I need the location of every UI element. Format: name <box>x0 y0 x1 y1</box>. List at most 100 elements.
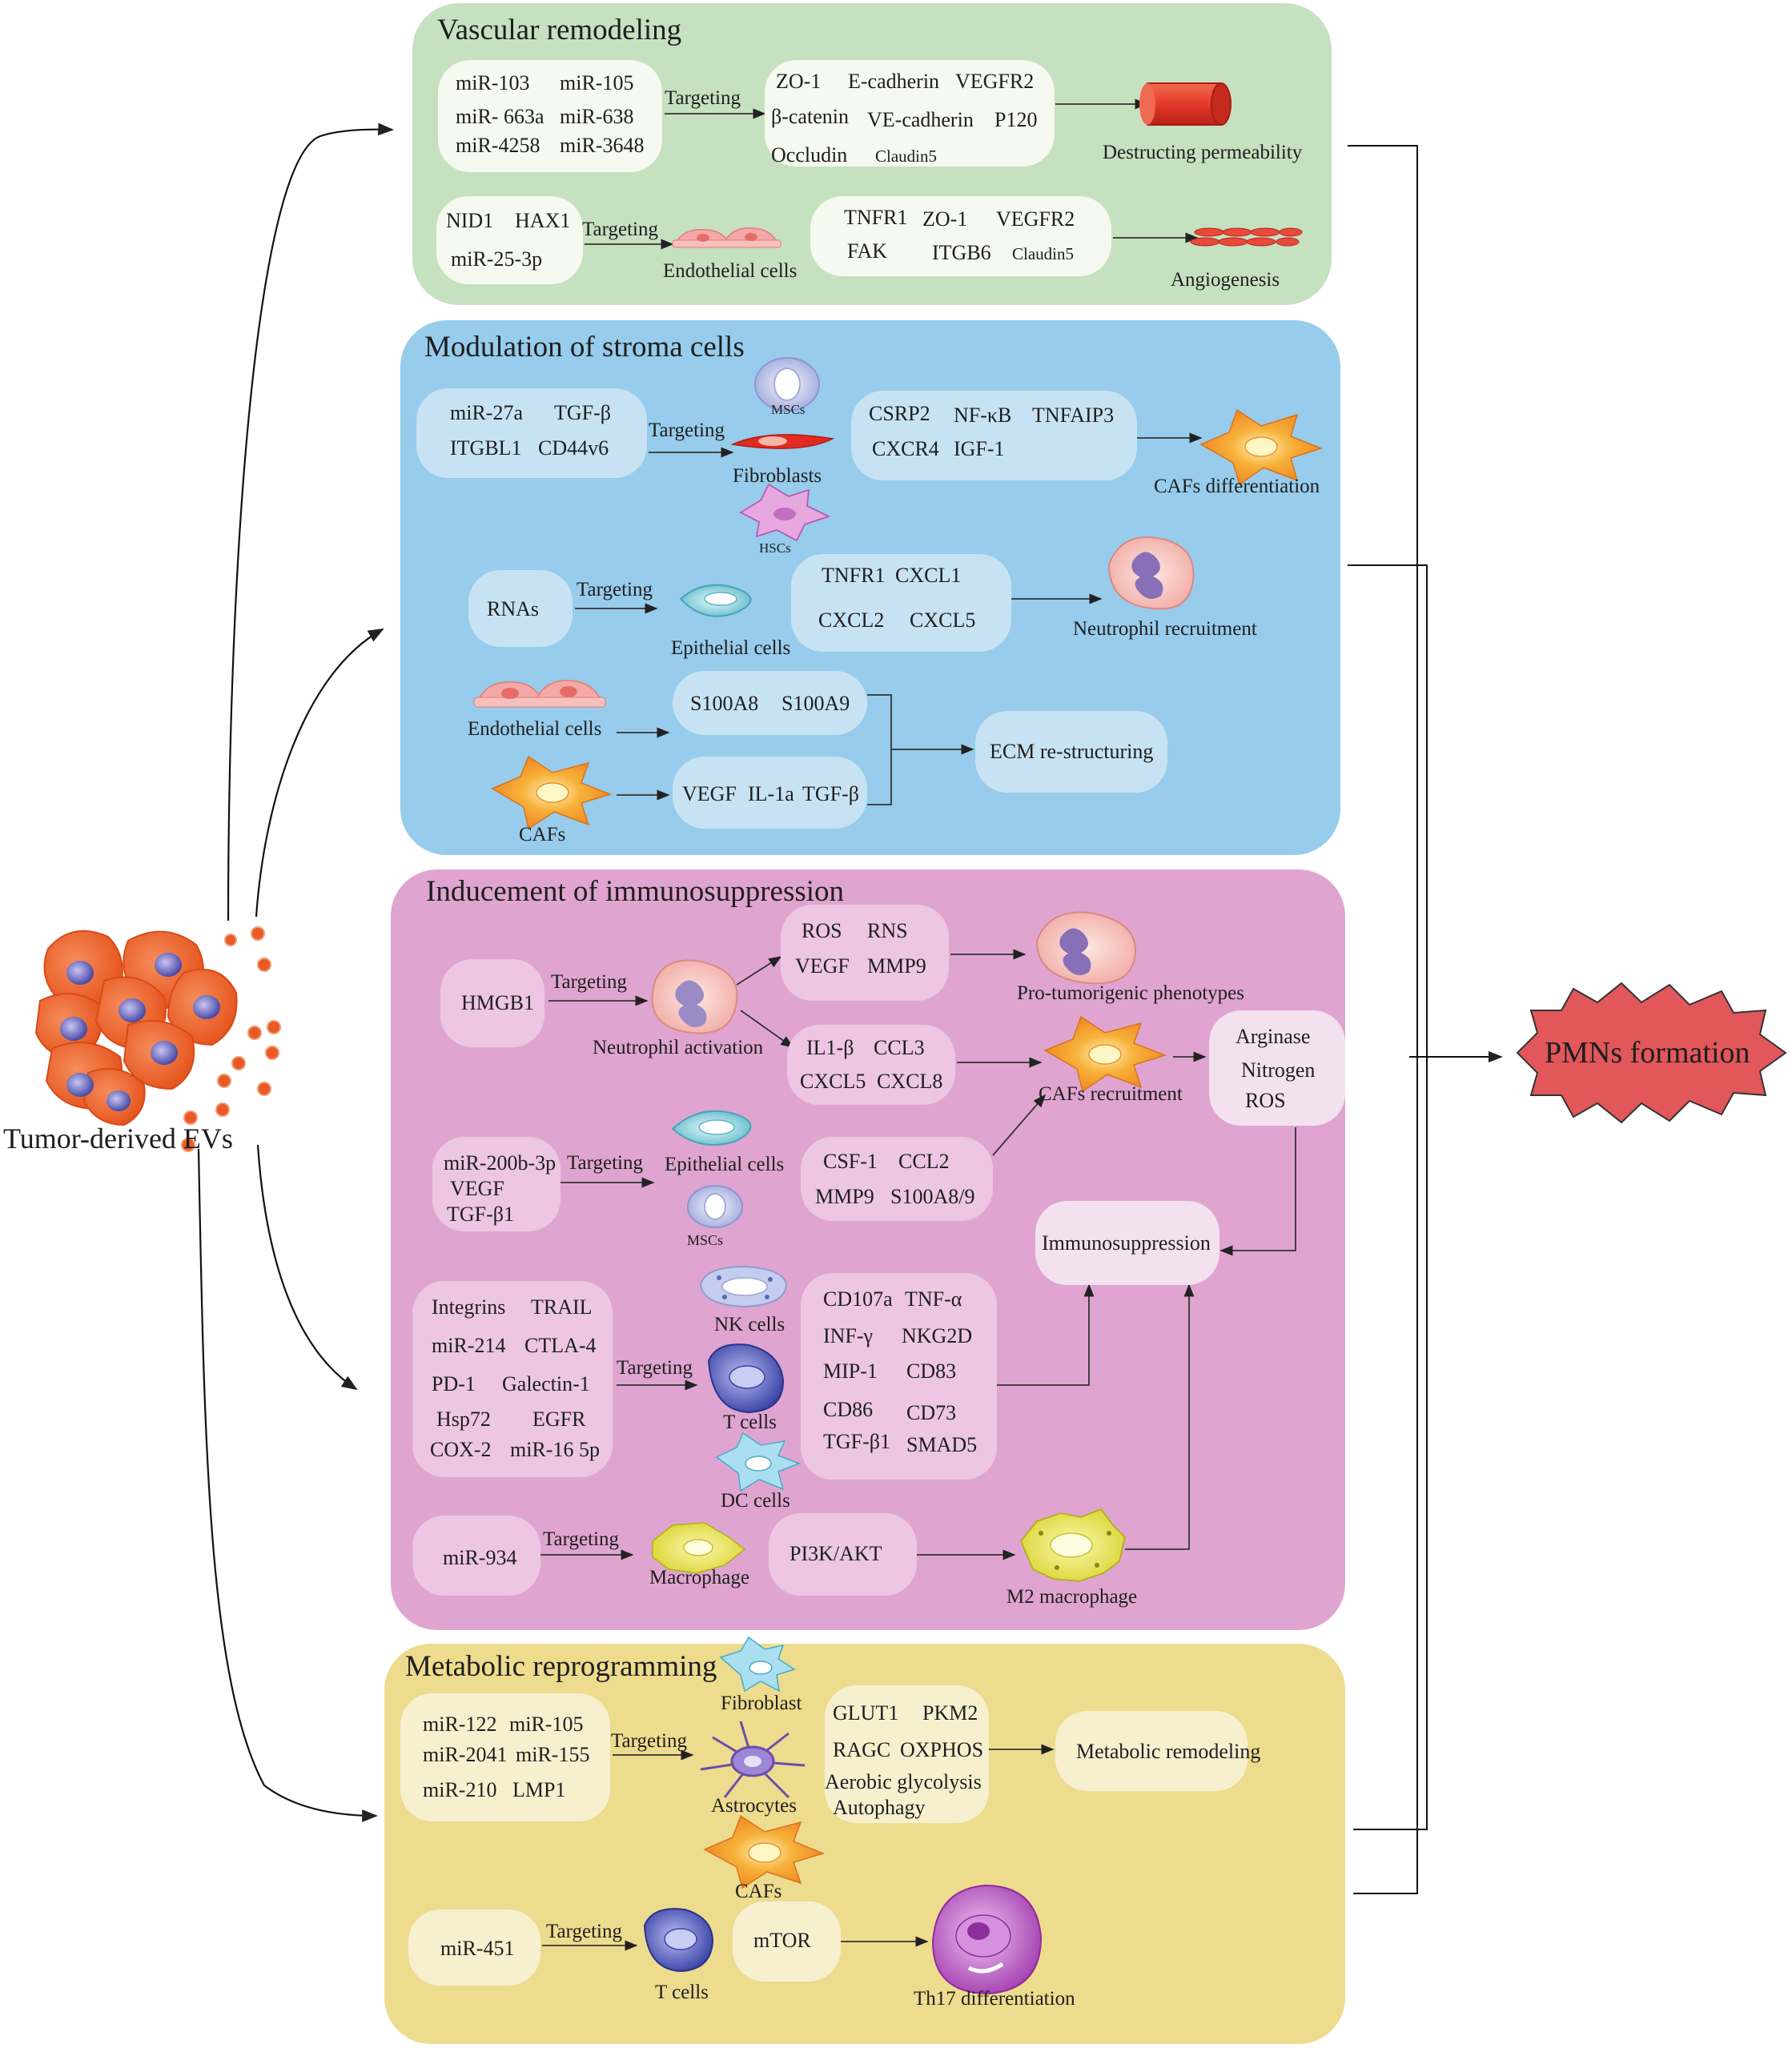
m2-macrophage-icon <box>1019 1508 1126 1582</box>
target-protein: NF-κB <box>954 404 1012 427</box>
target-protein: MMP9 <box>867 954 926 978</box>
cell-label: Fibroblasts <box>733 465 822 487</box>
immuno-target-box-b: IL1-β CCL3 CXCL5 CXCL8 <box>787 1025 955 1105</box>
cell-label: CAFs <box>735 1881 782 1902</box>
cell-label: Astrocytes <box>711 1795 797 1817</box>
target-protein: SMAD5 <box>906 1433 978 1456</box>
macrophage-icon <box>652 1522 746 1574</box>
metabolic-target-box-2: mTOR <box>733 1901 841 1982</box>
target-protein: VEGFR2 <box>996 207 1075 231</box>
outcome-label: Metabolic remodeling <box>1076 1740 1261 1763</box>
target-protein: ITGB6 <box>932 241 991 264</box>
target-protein: ROS <box>802 919 842 942</box>
target-protein: ZO-1 <box>922 207 968 231</box>
ev-particles <box>181 926 281 1152</box>
endothelial-cells-icon <box>672 227 781 248</box>
cell-label: Fibroblast <box>721 1693 802 1714</box>
target-protein: S100A8/9 <box>890 1185 975 1208</box>
immuno-outcome-box-b: Arginase Nitrogen ROS <box>1209 1010 1345 1126</box>
target-protein: CXCL1 <box>895 564 962 587</box>
source-molecule: miR-25-3p <box>451 247 543 271</box>
target-protein: IL1-β <box>806 1036 854 1059</box>
source-molecule: HAX1 <box>515 209 571 232</box>
targeting-label: Targeting <box>577 579 653 600</box>
target-protein: S100A8 <box>690 692 759 715</box>
astrocyte-icon <box>700 1721 806 1799</box>
outcome-item: Arginase <box>1236 1025 1311 1048</box>
target-protein: CSRP2 <box>869 402 930 425</box>
source-molecule: miR-200b-3p <box>444 1151 556 1175</box>
outcome-label: Neutrophil recruitment <box>1073 618 1257 640</box>
stroma-outcome-box: ECM re-structuring <box>975 711 1167 793</box>
targeting-label: Targeting <box>665 87 741 109</box>
stroma-source-box-2: RNAs <box>468 570 573 647</box>
outcome-label: Destructing permeability <box>1103 142 1303 163</box>
vascular-title: Vascular remodeling <box>437 14 682 46</box>
source-molecule: TGF-β1 <box>447 1203 515 1226</box>
cell-label: Endothelial cells <box>663 260 798 282</box>
outcome-label: Th17 differentiation <box>914 1988 1075 2010</box>
immuno-title: Inducement of immunosuppression <box>426 875 845 908</box>
msc-icon <box>754 357 820 412</box>
target-protein: Occludin <box>771 143 848 167</box>
source-molecule: Galectin-1 <box>502 1372 590 1395</box>
mirna: LMP1 <box>512 1778 566 1801</box>
target-protein: MIP-1 <box>823 1359 878 1383</box>
immuno-target-box-3: CD107a TNF-α INF-γ NKG2D MIP-1 CD83 CD86… <box>801 1273 997 1480</box>
metabolic-source-box-2: miR-451 <box>408 1909 540 1986</box>
mirna: miR-155 <box>516 1743 590 1766</box>
vascular-target-box-1: ZO-1 E-cadherin VEGFR2 β-catenin VE-cadh… <box>765 60 1055 167</box>
source-molecule: miR-16 5p <box>510 1438 600 1461</box>
cell-label: MSCs <box>687 1232 724 1248</box>
metabolic-title: Metabolic reprogramming <box>405 1650 717 1683</box>
immuno-source-box-4: miR-934 <box>412 1516 540 1596</box>
source-molecule: ITGBL1 <box>450 436 522 460</box>
target-protein: Aerobic glycolysis <box>825 1770 982 1793</box>
source-molecule: Hsp72 <box>436 1407 491 1431</box>
epithelial-cell-icon-2 <box>671 1110 752 1146</box>
targeting-label: Targeting <box>543 1528 619 1550</box>
vascular-source-box-2: NID1 HAX1 miR-25-3p <box>436 196 583 284</box>
mirna: miR-210 <box>423 1778 497 1801</box>
mirna: miR-3648 <box>560 134 645 157</box>
stroma-target-box-3: S100A8 S100A9 <box>673 671 867 735</box>
mirna: miR-2041 <box>423 1743 508 1766</box>
msc-icon-2 <box>687 1185 743 1228</box>
source-molecule: NID1 <box>446 209 494 232</box>
cell-label: CAFs <box>519 824 566 845</box>
stroma-source-box-1: miR-27a TGF-β ITGBL1 CD44v6 <box>416 388 647 478</box>
immunosuppression-box: Immunosuppression <box>1035 1201 1219 1285</box>
target-protein: Claudin5 <box>875 147 937 166</box>
targeting-label: Targeting <box>551 971 627 993</box>
dc-cell-icon <box>715 1432 802 1492</box>
outcome-label: M2 macrophage <box>1006 1586 1138 1608</box>
source-molecule: CTLA-4 <box>524 1334 597 1357</box>
target-protein: CD107a <box>823 1287 893 1311</box>
th17-cell-icon <box>931 1884 1043 1995</box>
targeting-label: Targeting <box>582 219 658 240</box>
target-protein: IGF-1 <box>954 437 1005 460</box>
outcome-label: ECM re-structuring <box>990 740 1154 763</box>
target-protein: β-catenin <box>771 105 849 128</box>
mirna: miR-4258 <box>456 134 540 157</box>
target-protein: IL-1a <box>748 782 794 805</box>
hsc-icon <box>739 483 831 542</box>
target-protein: TGF-β <box>802 782 860 805</box>
metabolic-source-box-1: miR-122 miR-105 miR-2041 miR-155 miR-210… <box>400 1693 610 1821</box>
target-protein: RAGC <box>833 1738 891 1761</box>
neutrophil-activation-icon <box>651 959 738 1034</box>
immuno-target-box-2: CSF-1 CCL2 MMP9 S100A8/9 <box>801 1137 993 1221</box>
source-molecule: miR-934 <box>443 1546 517 1569</box>
source-molecule: TRAIL <box>531 1295 593 1319</box>
target-protein: E-cadherin <box>848 70 940 93</box>
immuno-source-box-3: Integrins TRAIL miR-214 CTLA-4 PD-1 Gale… <box>412 1281 613 1477</box>
source-label: Tumor-derived EVs <box>3 1122 233 1155</box>
stroma-title: Modulation of stroma cells <box>424 331 745 363</box>
epithelial-cell-icon <box>679 584 752 617</box>
pmns-burst <box>1516 982 1787 1124</box>
source-molecule: VEGF <box>450 1177 504 1200</box>
immuno-target-box-a: ROS RNS VEGF MMP9 <box>781 905 949 1001</box>
target-protein: CXCL8 <box>877 1070 943 1093</box>
source-molecule: EGFR <box>532 1407 586 1431</box>
t-cell-icon <box>707 1343 785 1414</box>
